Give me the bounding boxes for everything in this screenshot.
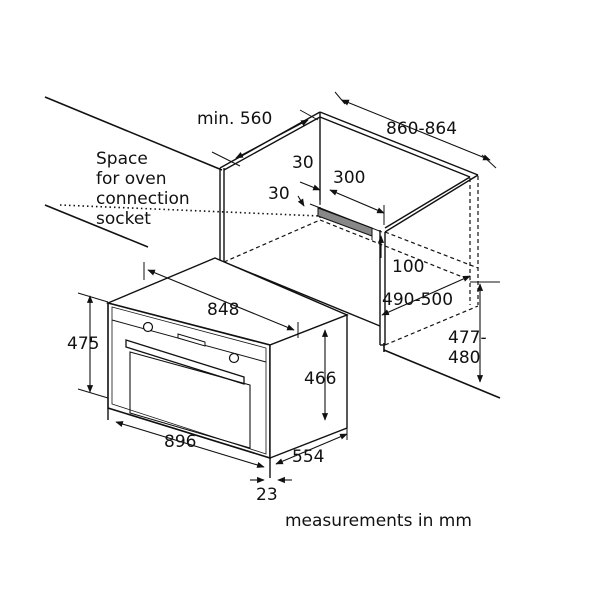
label-860-864: 860-864	[386, 119, 457, 139]
label-475: 475	[67, 334, 99, 354]
label-100: 100	[392, 257, 424, 277]
socket-line-3: connection	[96, 189, 190, 209]
label-min-560: min. 560	[197, 109, 272, 129]
socket-line-2: for oven	[96, 169, 166, 189]
socket-line-1: Space	[96, 149, 148, 169]
label-490-500: 490-500	[382, 290, 453, 310]
label-896: 896	[164, 432, 196, 452]
oven	[105, 257, 349, 478]
label-554: 554	[292, 447, 324, 467]
door-handle	[125, 339, 245, 385]
label-480: 480	[448, 348, 480, 368]
dimension-labels: min. 560 860-864 Space for oven connecti…	[67, 109, 487, 531]
label-300: 300	[333, 168, 365, 188]
label-30-b: 30	[268, 184, 290, 204]
label-23: 23	[256, 485, 278, 505]
socket-line-4: socket	[96, 209, 151, 229]
socket-area	[59, 203, 383, 240]
footer-note: measurements in mm	[285, 511, 472, 531]
label-30-a: 30	[292, 153, 314, 173]
dimension-lines	[77, 91, 500, 484]
wall-lines	[44, 96, 501, 399]
knob-right-icon	[228, 352, 240, 364]
label-477: 477-	[448, 328, 487, 348]
label-466: 466	[304, 369, 336, 389]
knob-left-icon	[142, 321, 154, 333]
label-848: 848	[207, 300, 239, 320]
